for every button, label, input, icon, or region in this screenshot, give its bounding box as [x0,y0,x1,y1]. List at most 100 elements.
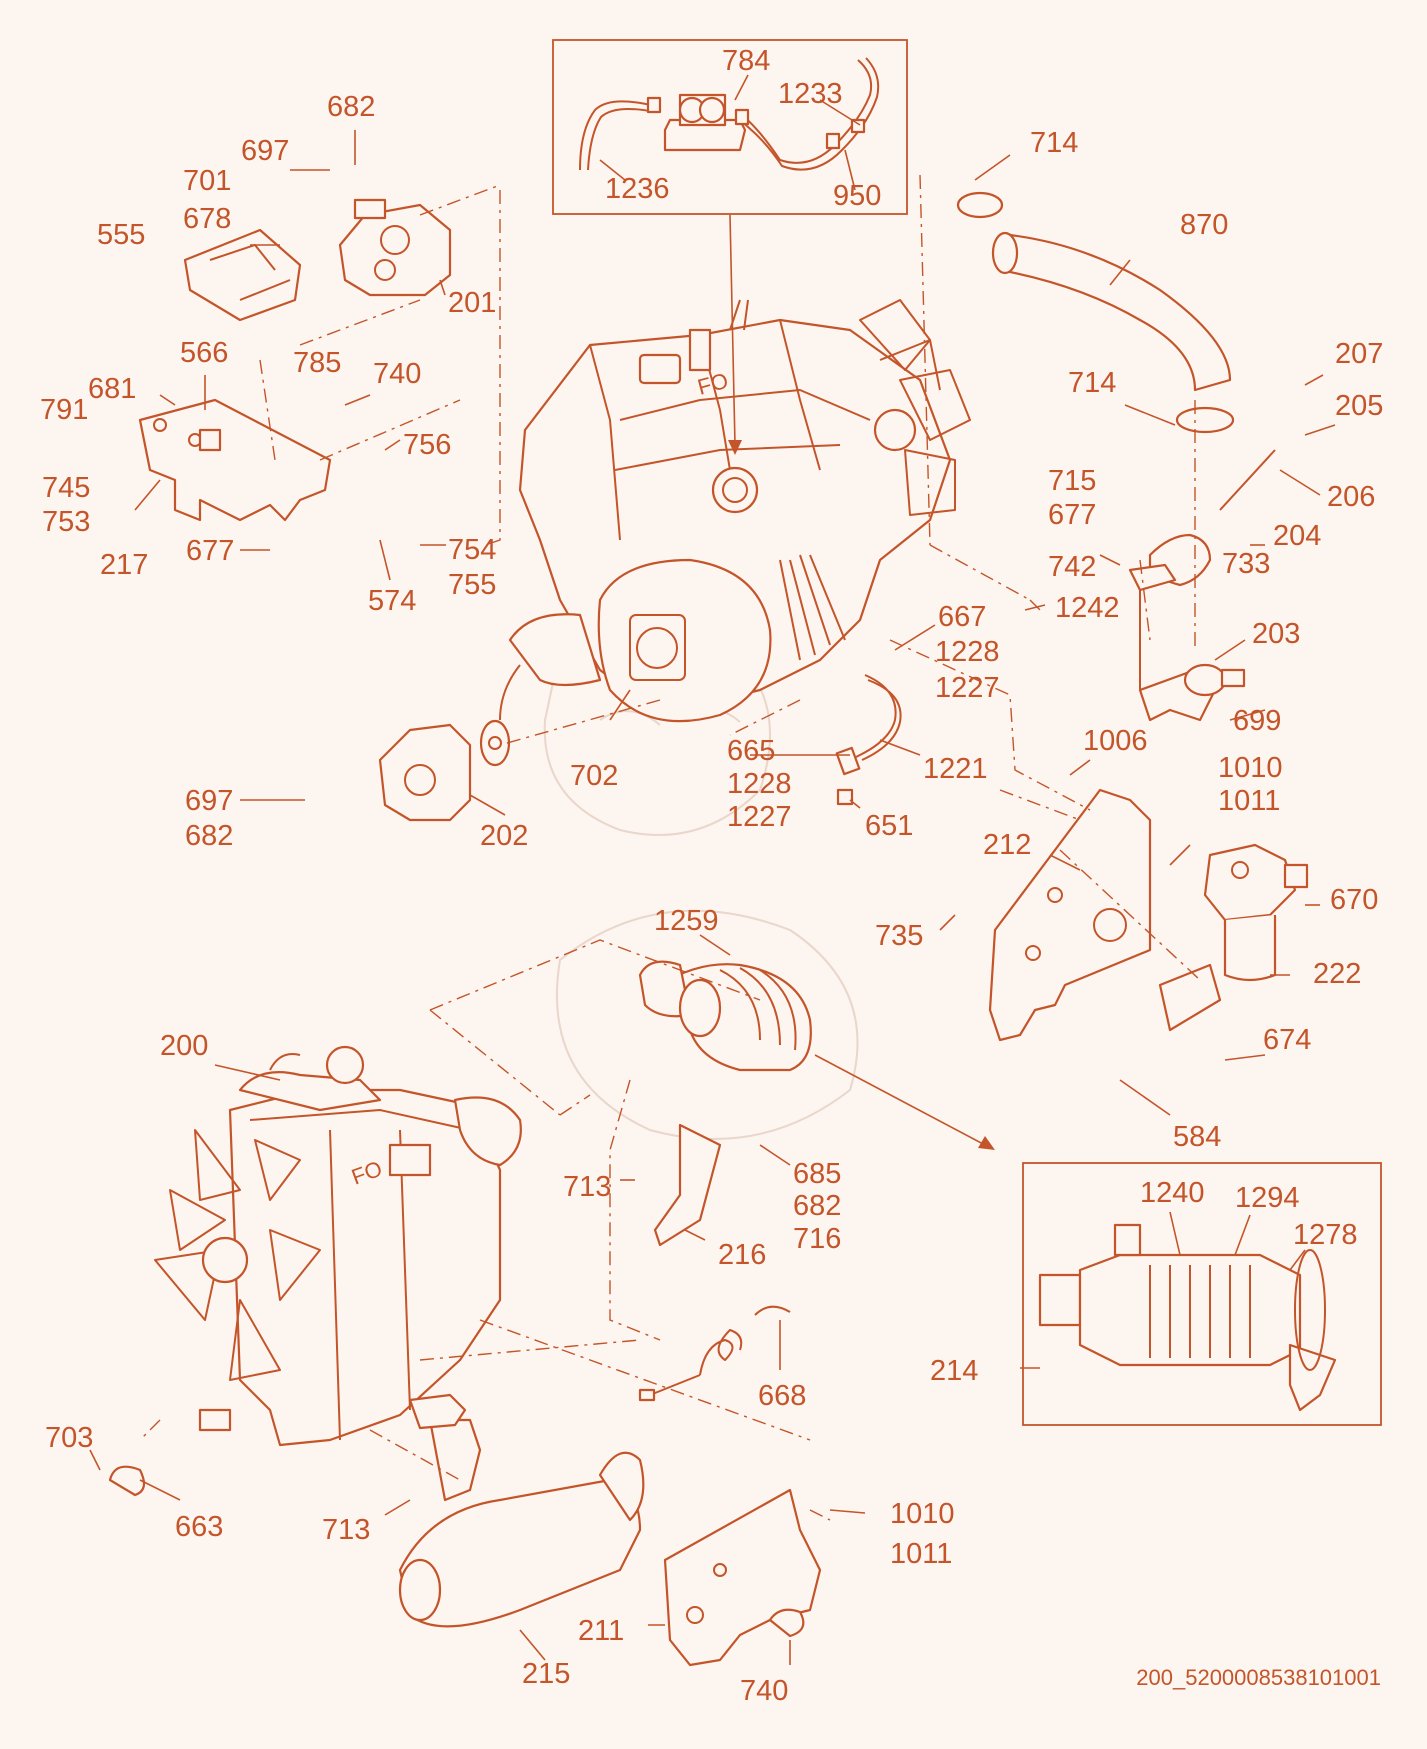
callout-735: 735 [875,920,923,952]
callout-663: 663 [175,1511,223,1543]
callout-1259: 1259 [654,905,719,937]
callout-206: 206 [1327,481,1375,513]
callout-214: 214 [930,1355,978,1387]
leader-lines [89,74,1336,1665]
callout-1233: 1233 [778,78,843,110]
callout-745: 745 [42,472,90,504]
callout-555: 555 [97,219,145,251]
callout-715: 715 [1048,465,1096,497]
callout-1278: 1278 [1293,1219,1358,1251]
callout-791: 791 [40,394,88,426]
callout-201: 201 [448,287,496,319]
drawing-code: 200_5200008538101001 [1136,1665,1381,1690]
wire-668 [638,1305,791,1402]
callout-740-second: 740 [740,1675,788,1707]
clamp-663 [108,1465,146,1497]
callout-1228-second: 1228 [727,768,792,800]
callout-742: 742 [1048,551,1096,583]
callout-677: 677 [186,535,234,567]
bracket-211 [663,1488,822,1667]
filter-222 [1203,843,1309,982]
callout-950: 950 [833,180,881,212]
callout-714: 714 [1030,127,1078,159]
callout-203: 203 [1252,618,1300,650]
callout-222: 222 [1313,958,1361,990]
inset-fuel-solenoid [579,57,880,171]
callout-785: 785 [293,347,341,379]
center-lines [139,174,1201,1521]
callout-212: 212 [983,829,1031,861]
callout-670: 670 [1330,884,1378,916]
ecu-555 [183,228,302,322]
callout-716: 716 [793,1223,841,1255]
callout-584: 584 [1173,1121,1221,1153]
callout-207: 207 [1335,338,1383,370]
callout-677-second: 677 [1048,499,1096,531]
callout-699: 699 [1233,705,1281,737]
callout-1011-second: 1011 [890,1538,952,1570]
bracket-216 [653,1123,722,1247]
callout-754: 754 [448,534,496,566]
callout-200: 200 [160,1030,208,1062]
callout-665: 665 [727,735,775,767]
callout-204: 204 [1273,520,1321,552]
air-cleaner-1259 [638,960,812,1072]
callout-1006: 1006 [1083,725,1148,757]
callout-566: 566 [180,337,228,369]
callout-1236: 1236 [605,173,670,205]
callout-682-second: 682 [185,820,233,852]
callout-756: 756 [403,429,451,461]
callout-216: 216 [718,1239,766,1271]
callout-682: 682 [327,91,375,123]
callout-753: 753 [42,506,90,538]
callout-681: 681 [88,373,136,405]
callout-713: 713 [563,1171,611,1203]
callout-667: 667 [938,601,986,633]
callout-697-second: 697 [185,785,233,817]
callout-703: 703 [45,1422,93,1454]
callout-1010: 1010 [1218,752,1283,784]
clamp-740b [768,1608,805,1638]
callout-733: 733 [1222,548,1270,580]
callout-713-second: 713 [322,1514,370,1546]
callout-1227: 1227 [935,672,1000,704]
engine-top: FO [499,299,971,723]
fuel-parts-right [1128,449,1276,722]
callout-1242: 1242 [1055,592,1120,624]
callout-1228: 1228 [935,636,1000,668]
callout-668: 668 [758,1380,806,1412]
inset-box-fuel-solenoid [552,39,908,215]
callout-651: 651 [865,810,913,842]
callout-205: 205 [1335,390,1383,422]
callout-702: 702 [570,760,618,792]
callout-215: 215 [522,1658,570,1690]
callout-1221: 1221 [923,753,988,785]
callout-1011: 1011 [1218,785,1280,817]
callout-574: 574 [368,585,416,617]
callout-678: 678 [183,203,231,235]
callout-674: 674 [1263,1024,1311,1056]
callout-217: 217 [100,549,148,581]
callout-1227-second: 1227 [727,801,792,833]
callout-682-third: 682 [793,1190,841,1222]
callout-labels: 784 1233 1236 950 682 697 701 678 555 20… [40,45,1383,1707]
hose-870 [956,191,1235,434]
callout-740: 740 [373,358,421,390]
callout-1010-second: 1010 [890,1498,955,1530]
callout-1240: 1240 [1140,1177,1205,1209]
callout-211: 211 [578,1615,624,1647]
bracket-217 [138,398,332,522]
callout-784: 784 [722,45,770,77]
oil-line-1221 [835,674,902,806]
arrows [728,214,995,1150]
callout-870: 870 [1180,209,1228,241]
callout-685: 685 [793,1158,841,1190]
engine-bottom: FO [154,1045,522,1447]
callout-701: 701 [183,165,231,197]
callout-714-second: 714 [1068,367,1116,399]
callout-755: 755 [448,569,496,601]
inset-air-cleaner-214 [1038,1223,1337,1412]
callout-202: 202 [480,820,528,852]
